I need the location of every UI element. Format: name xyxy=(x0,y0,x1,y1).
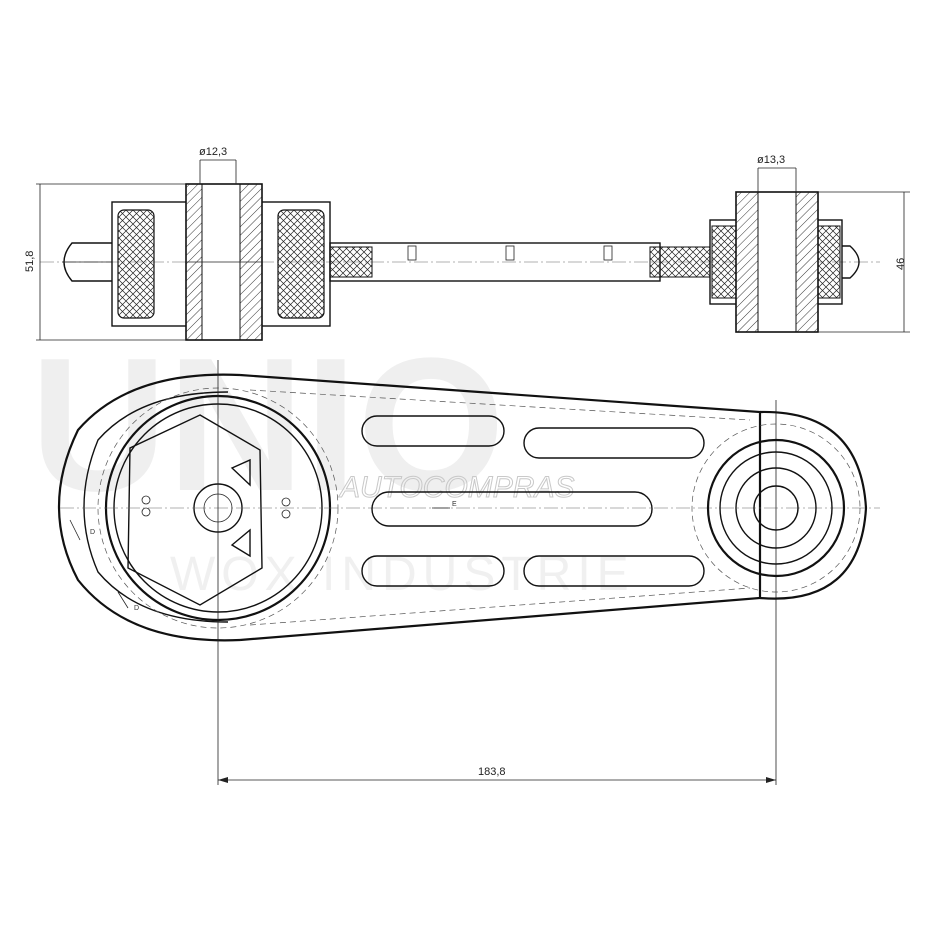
watermark-company: WOX INDUSTRIE xyxy=(170,548,635,601)
dim-right-bore: ø13,3 xyxy=(757,154,785,166)
watermark: UNIO AUTOCOMPRAS WOX INDUSTRIE xyxy=(30,319,635,601)
dim-left-bore: ø12,3 xyxy=(199,146,227,158)
marker-d-upper: D xyxy=(90,529,95,536)
watermark-site: AUTOCOMPRAS xyxy=(338,471,574,504)
dim-center-distance: 183,8 xyxy=(478,766,506,778)
marker-d-lower: D xyxy=(134,605,139,612)
marker-e: E xyxy=(452,501,457,508)
watermark-brand: UNIO xyxy=(30,319,505,531)
dim-right-height: 46 xyxy=(895,258,907,270)
top-view: D D E 183,8 xyxy=(58,360,880,785)
side-view: ø12,3 ø13,3 51,8 46 xyxy=(24,146,910,341)
dim-left-height: 51,8 xyxy=(24,251,36,272)
